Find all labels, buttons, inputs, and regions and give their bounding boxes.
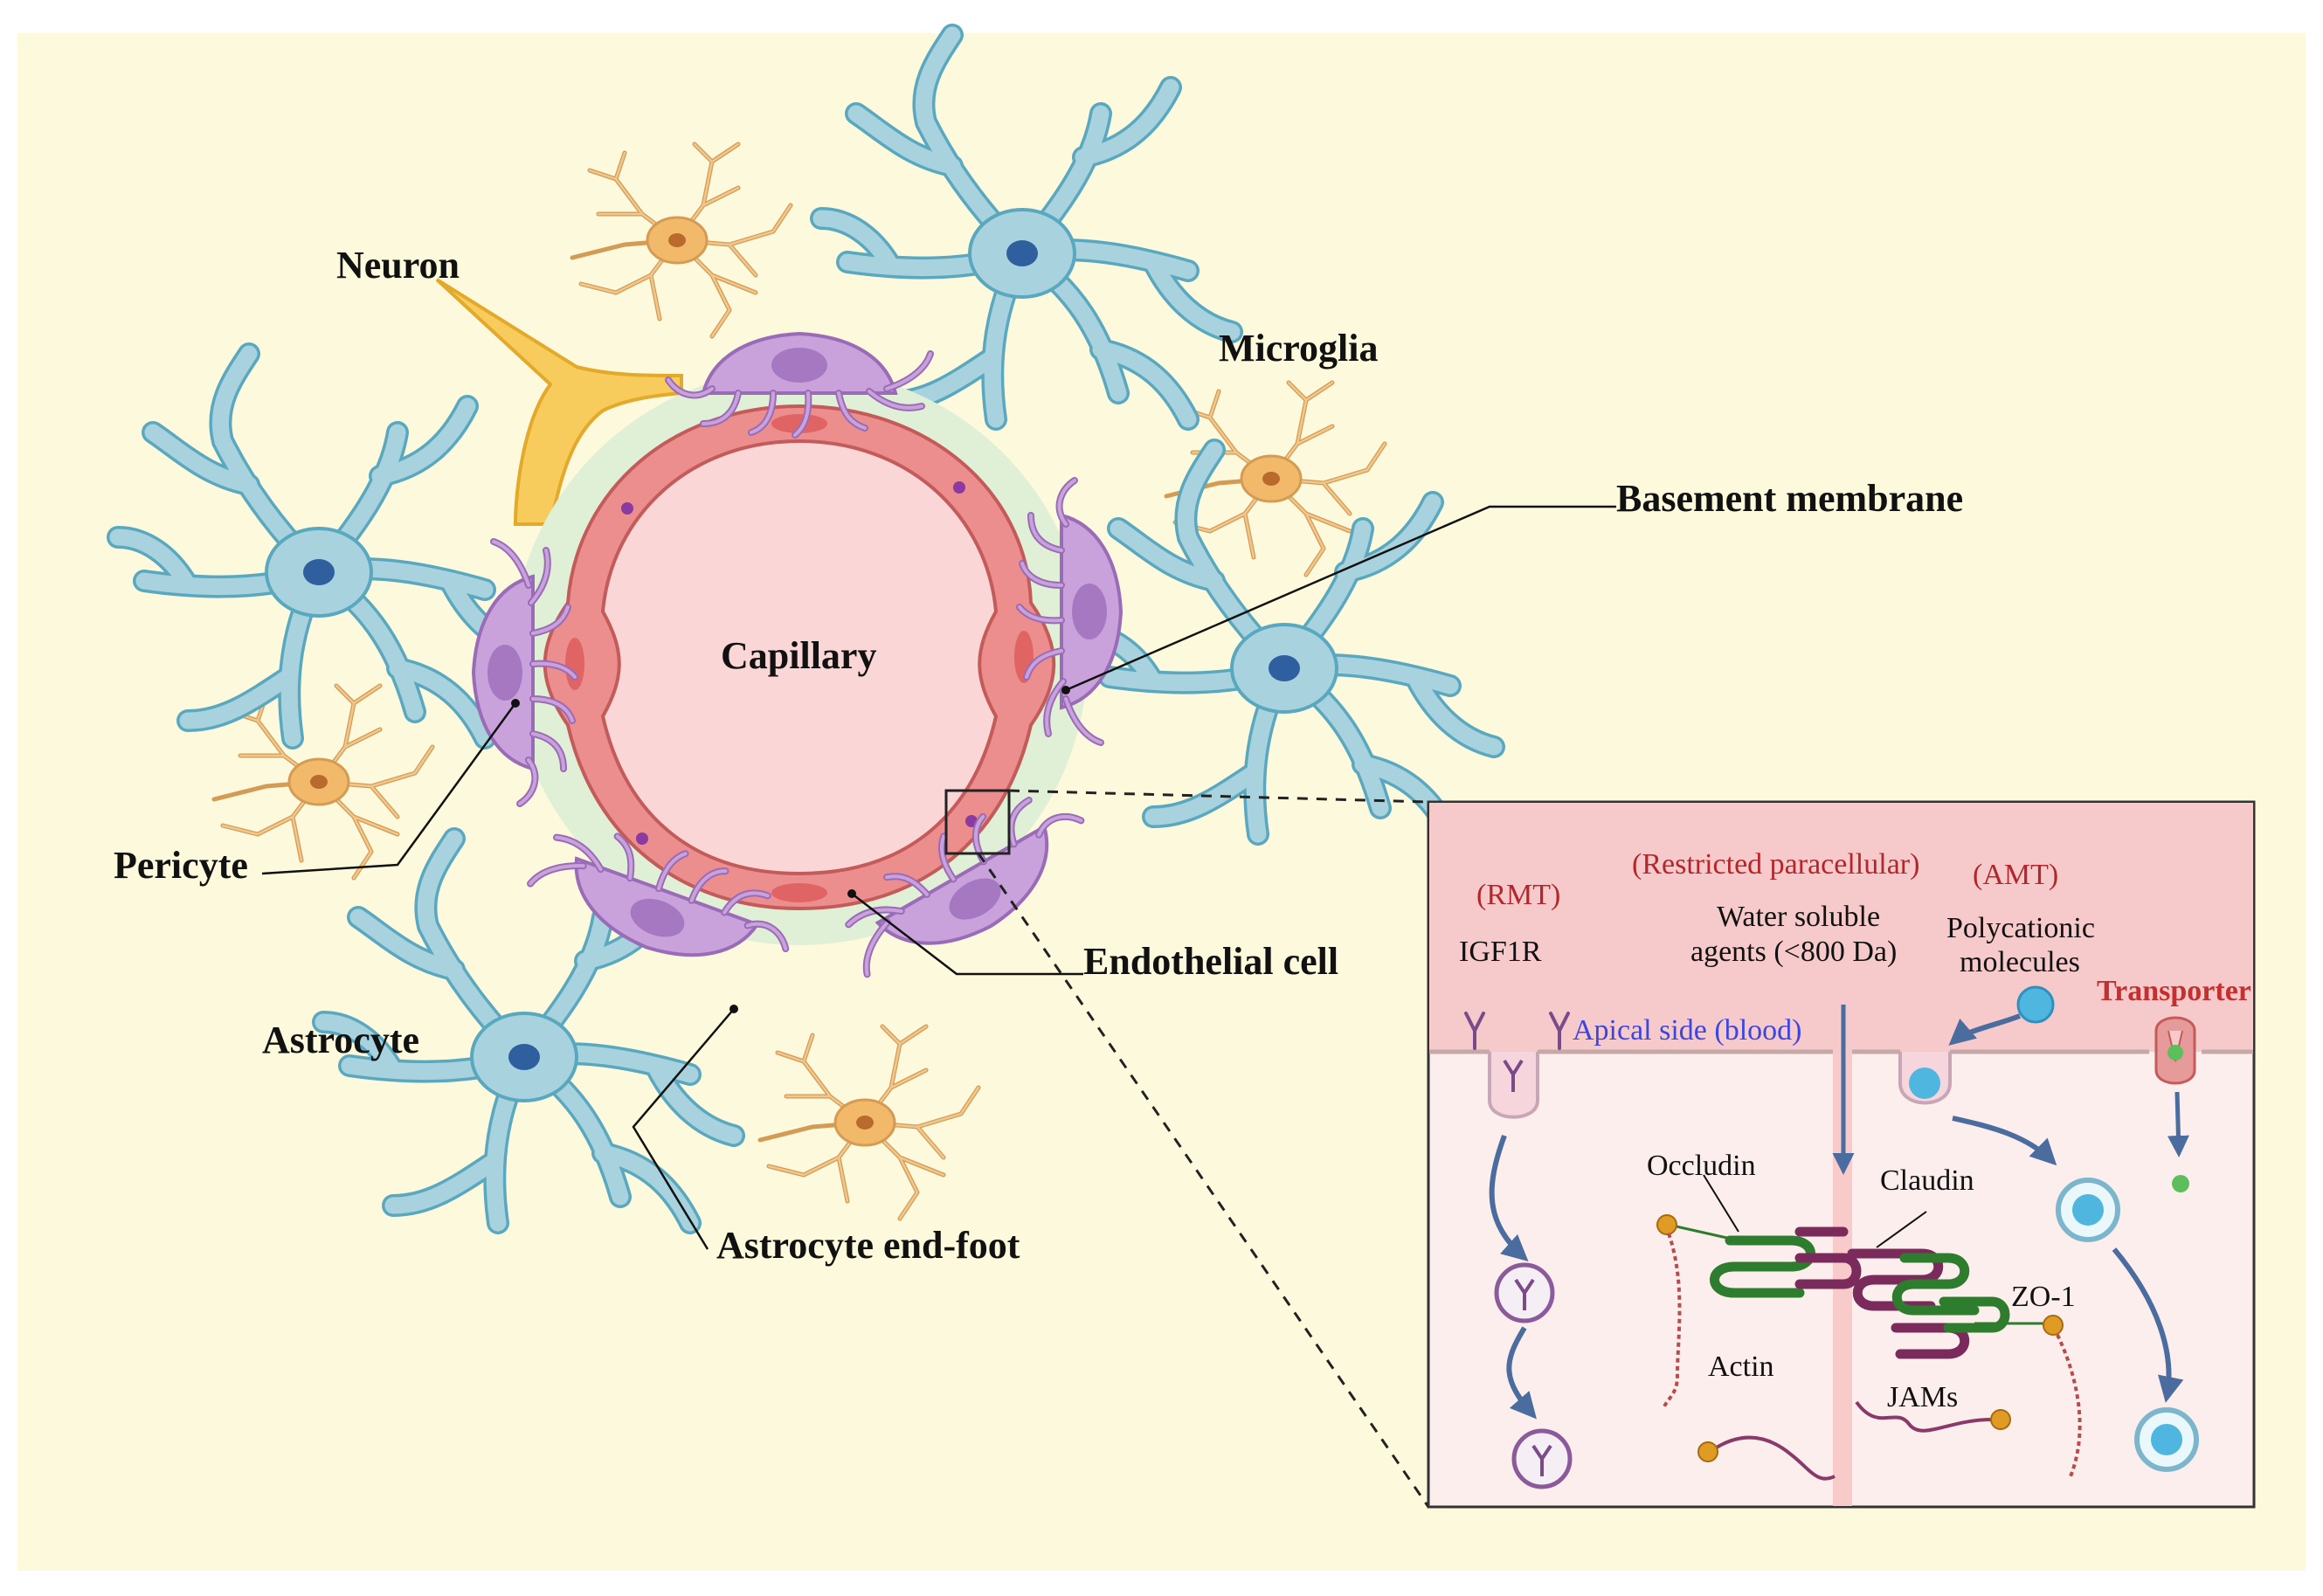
label-water-soluble-line2: agents (<800 Da)	[1690, 936, 1897, 968]
label-transporter: Transporter	[2097, 975, 2251, 1007]
label-endothelial-cell: Endothelial cell	[1083, 940, 1338, 983]
label-restricted-paracellular: (Restricted paracellular)	[1632, 848, 1919, 881]
rmt-arrow-2	[1506, 1326, 1537, 1420]
label-occludin: Occludin	[1647, 1150, 1756, 1182]
occludin-pointer	[1703, 1174, 1739, 1233]
label-apical-side: Apical side (blood)	[1573, 1014, 1802, 1047]
callout-dot	[1061, 686, 1070, 694]
label-amt: (AMT)	[1973, 859, 2058, 891]
endothelial-nucleus-left	[565, 638, 584, 690]
callout-endfoot	[632, 1008, 735, 1250]
tight-junction-proteins	[1710, 1226, 2010, 1359]
endothelial-nucleus-top	[771, 414, 827, 433]
label-igf1r: IGF1R	[1459, 936, 1542, 968]
amt-arrow-2	[2112, 1247, 2184, 1403]
polycation-molecule	[2016, 985, 2055, 1024]
label-astrocyte: Astrocyte	[262, 1019, 419, 1061]
jam-anchor-left	[1697, 1441, 1718, 1462]
label-astrocyte-end-foot: Astrocyte end-foot	[716, 1224, 1020, 1267]
actin-filament-left	[1663, 1233, 1682, 1407]
callout-basement	[1065, 505, 1616, 692]
label-claudin: Claudin	[1880, 1164, 1974, 1197]
label-polycationic-line1: Polycationic	[1946, 912, 2095, 944]
callout-dot	[729, 1005, 738, 1013]
zo1-anchor	[2043, 1315, 2064, 1336]
zoom-box	[944, 789, 1011, 855]
endothelial-nucleus-bottom	[771, 883, 827, 902]
igf1r-receptor-icons	[1464, 1012, 1570, 1050]
igf1r-icon	[1503, 1059, 1524, 1092]
transported-solute	[2167, 1045, 2183, 1061]
label-zo1: ZO-1	[2011, 1281, 2076, 1313]
capillary-lumen	[600, 439, 999, 876]
occludin-anchor	[1656, 1214, 1677, 1235]
amt-molecule-in-pit	[1909, 1067, 1940, 1099]
neuron-process	[435, 278, 683, 526]
transporter-arrow	[2167, 1091, 2189, 1157]
label-basement-membrane: Basement membrane	[1616, 477, 1963, 520]
amt-arrow-in	[1948, 1013, 2022, 1046]
callout-dot	[511, 699, 520, 708]
tight-junction-marker	[636, 833, 648, 845]
actin-filament-right	[2056, 1334, 2082, 1477]
zoom-line-top	[1008, 789, 1429, 804]
tight-junction-marker	[953, 481, 965, 494]
label-capillary: Capillary	[721, 634, 876, 677]
occludin-linker	[1668, 1223, 1739, 1242]
rmt-arrow	[1489, 1134, 1529, 1261]
callout-endothelial	[851, 893, 1083, 976]
callout-pericyte	[261, 702, 517, 875]
claudin-pointer	[1876, 1211, 1927, 1248]
jam-strand-left	[1711, 1435, 1836, 1481]
label-actin: Actin	[1708, 1351, 1774, 1383]
label-polycationic-line2: molecules	[1960, 946, 2080, 978]
label-neuron: Neuron	[336, 244, 460, 287]
label-pericyte: Pericyte	[114, 844, 248, 887]
amt-arrow-1	[1952, 1116, 2057, 1166]
tight-junction-marker	[621, 502, 633, 515]
label-rmt: (RMT)	[1476, 879, 1560, 911]
callout-dot	[847, 889, 856, 898]
jam-strand-right	[1855, 1400, 1993, 1433]
label-jams: JAMs	[1887, 1381, 1958, 1413]
label-microglia: Microglia	[1219, 327, 1378, 370]
zoom-line-bottom	[977, 853, 1430, 1508]
jam-anchor-right	[1990, 1409, 2011, 1430]
label-water-soluble-line1: Water soluble	[1717, 901, 1880, 933]
released-solute	[2172, 1175, 2189, 1192]
bbb-inset: (RMT) IGF1R (Restricted paracellular) Wa…	[1427, 800, 2256, 1509]
